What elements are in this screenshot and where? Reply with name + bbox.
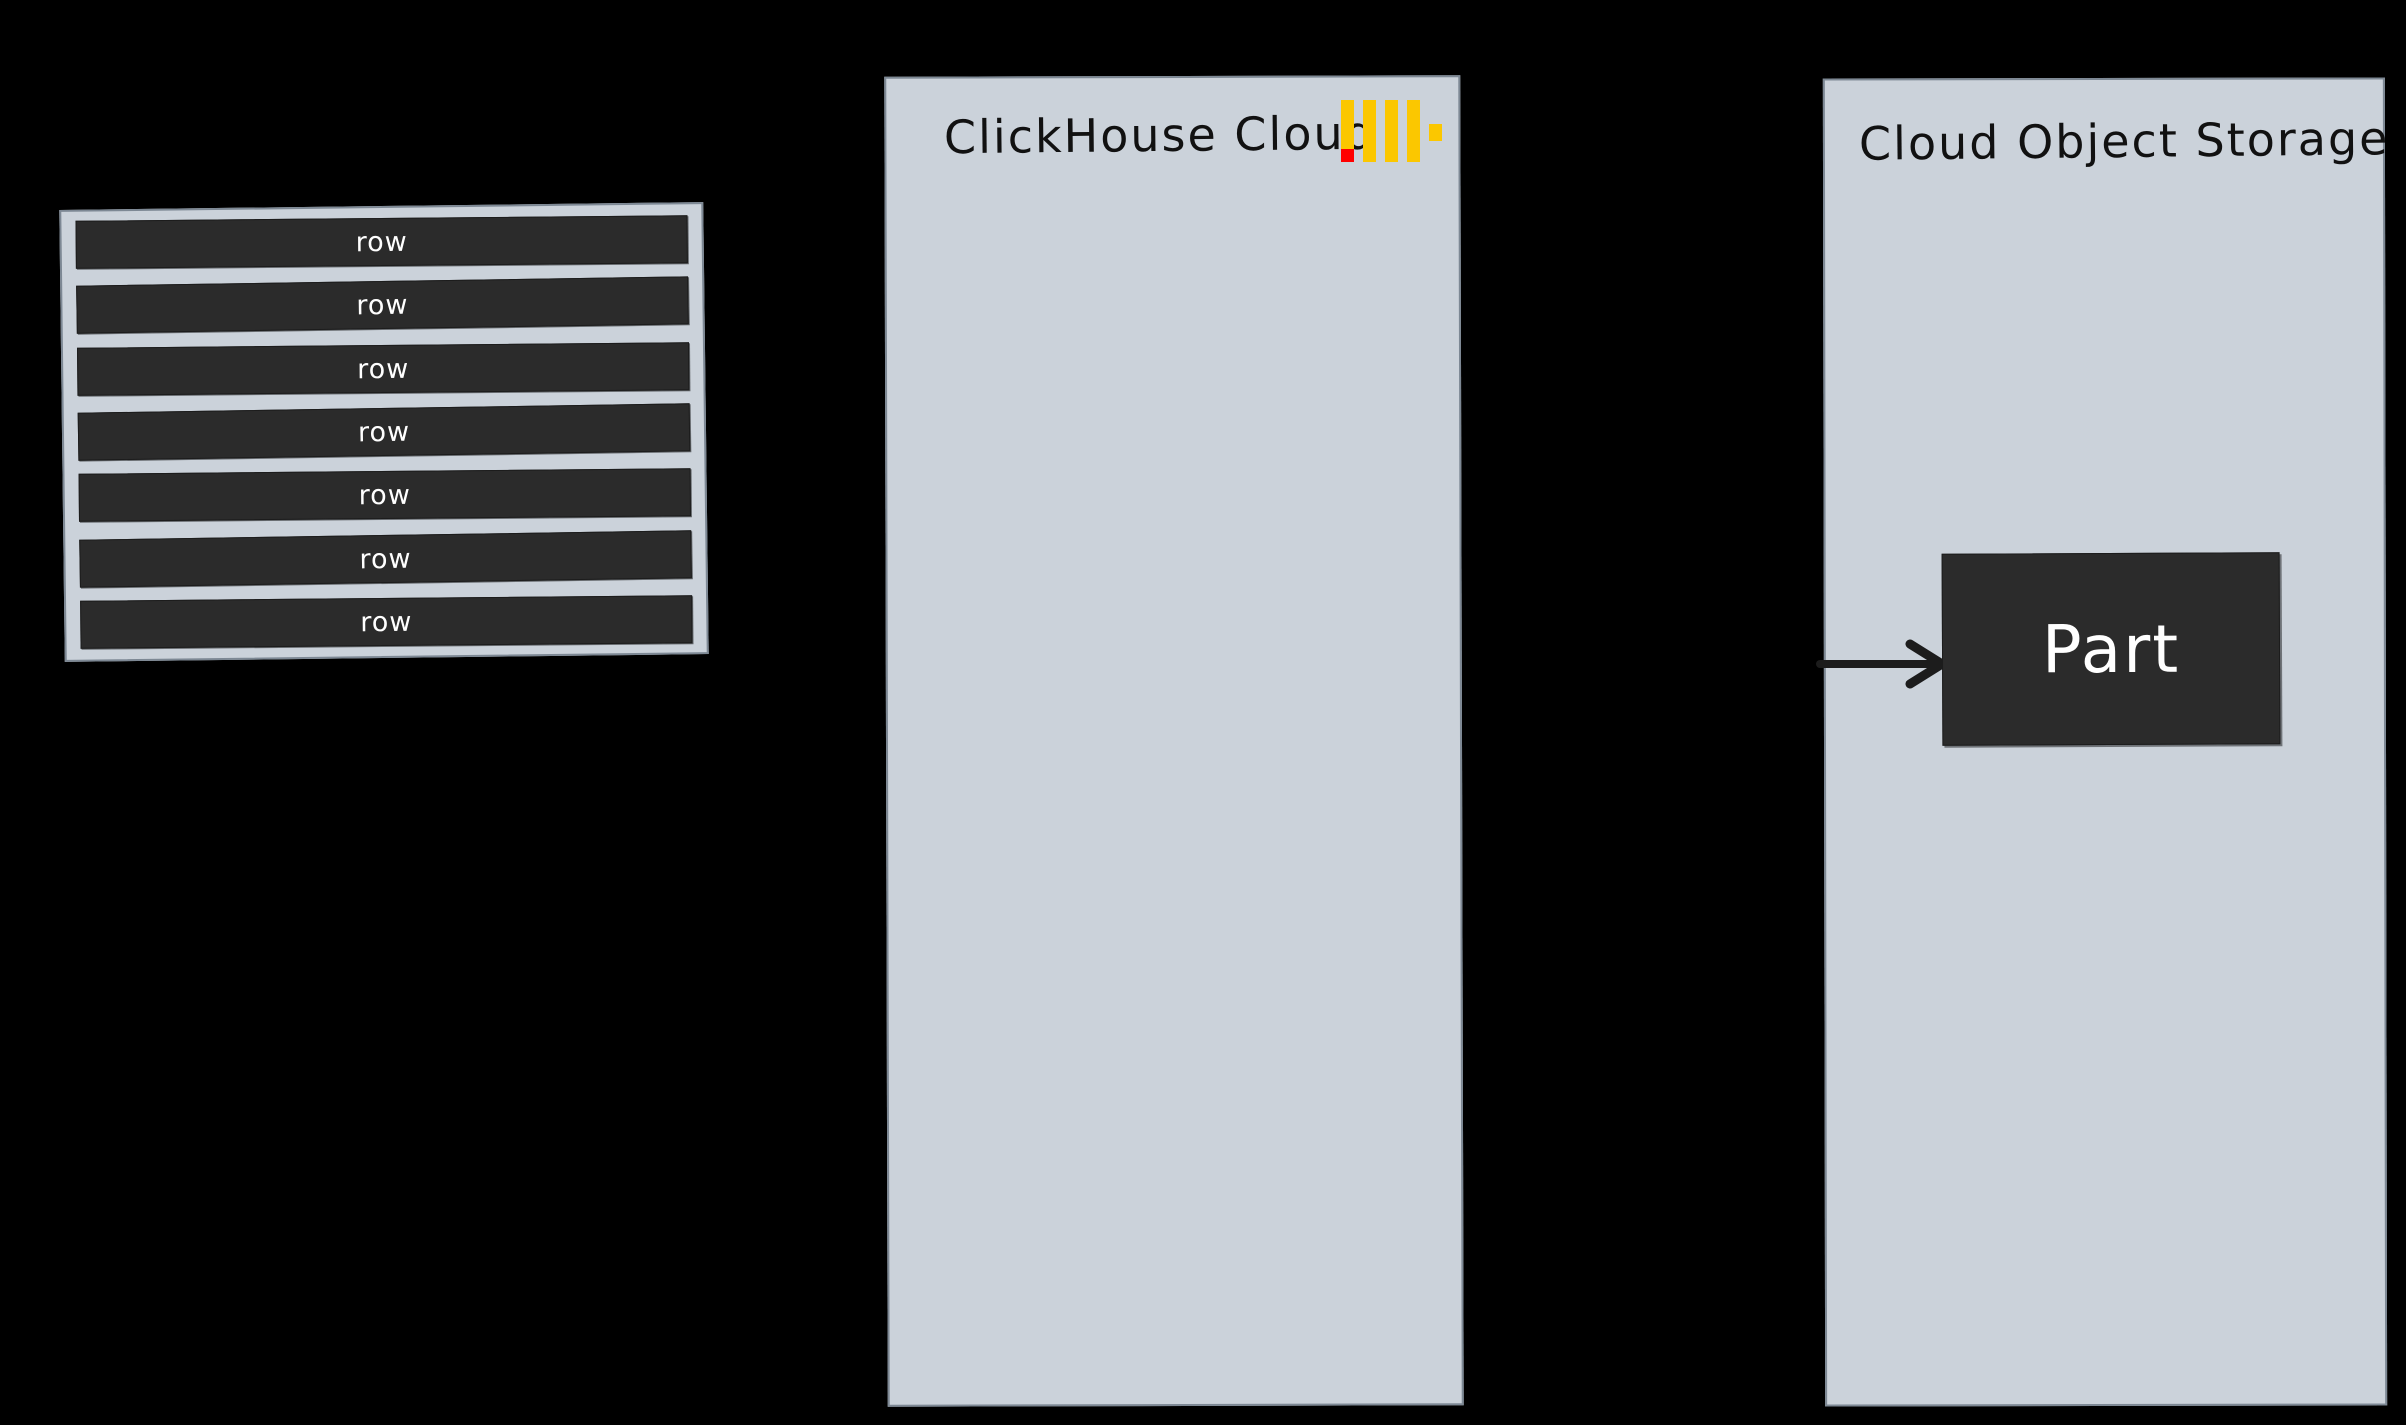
cloud-object-storage-title: Cloud Object Storage bbox=[1858, 111, 2390, 171]
table-row: row bbox=[80, 595, 693, 649]
clickhouse-cloud-panel bbox=[884, 75, 1464, 1407]
table-row: row bbox=[79, 529, 692, 588]
row-label: row bbox=[357, 352, 410, 385]
clickhouse-logo-accent bbox=[1341, 149, 1354, 162]
clickhouse-logo-bar bbox=[1385, 100, 1398, 162]
clickhouse-cloud-title: ClickHouse Cloud bbox=[943, 105, 1377, 165]
clickhouse-logo-bar bbox=[1363, 100, 1376, 162]
clickhouse-logo-dot bbox=[1429, 124, 1442, 141]
table-row: row bbox=[76, 276, 689, 335]
table-row: row bbox=[77, 403, 691, 461]
table-row: row bbox=[77, 341, 690, 396]
row-label: row bbox=[356, 289, 409, 322]
rows-table: row row row row row row row bbox=[59, 202, 709, 662]
part-label: Part bbox=[2041, 610, 2181, 688]
table-row: row bbox=[75, 215, 688, 269]
clickhouse-logo-bar bbox=[1407, 100, 1420, 162]
table-row: row bbox=[78, 468, 691, 523]
clickhouse-logo-icon bbox=[1341, 100, 1442, 162]
row-label: row bbox=[355, 226, 408, 258]
row-label: row bbox=[358, 479, 411, 512]
ingest-arrow-icon bbox=[1816, 639, 1947, 689]
row-label: row bbox=[360, 606, 413, 638]
clickhouse-logo-bar bbox=[1341, 100, 1354, 162]
part-box: Part bbox=[1941, 552, 2281, 746]
row-label: row bbox=[357, 416, 411, 448]
row-label: row bbox=[359, 542, 412, 575]
